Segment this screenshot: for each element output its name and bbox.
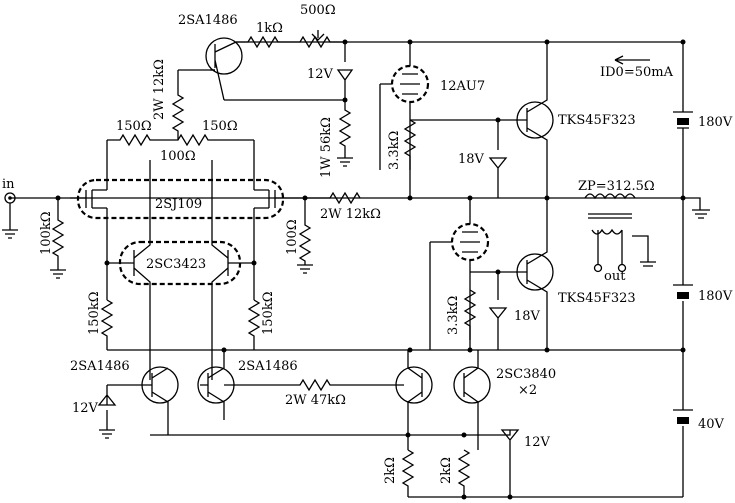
2sj109-package: [70, 140, 290, 300]
bottom-transistors: [97, 350, 520, 497]
label-q-top: 2SA1486: [178, 13, 238, 28]
label-r-150k-left: 150kΩ: [87, 292, 102, 335]
resistor-2w-12k-mid: [290, 191, 361, 274]
label-q-tks-upper: TKS45F323: [558, 113, 636, 128]
label-in: in: [2, 177, 15, 192]
label-vr-500: 500Ω: [300, 3, 336, 18]
tube-lower: [429, 198, 490, 350]
label-z-12v-bottom: 12V: [524, 435, 551, 450]
input-jack: [2, 192, 18, 239]
resistors-150k: [100, 299, 261, 350]
junction-dots: [104, 39, 686, 500]
label-id0: ID0=50mA: [600, 65, 674, 80]
mosfet-upper: [410, 42, 554, 198]
resistors-150-and-trimmer: [107, 69, 254, 147]
label-r-100: 100Ω: [285, 219, 300, 255]
label-r-100k: 100kΩ: [39, 212, 54, 255]
label-r-150k-right: 150kΩ: [261, 292, 276, 335]
label-q-2sa1486-right: 2SA1486: [238, 359, 298, 374]
label-r-2w-47k: 2W 47kΩ: [285, 393, 346, 408]
label-r-150-left: 150Ω: [116, 119, 152, 134]
mosfet-lower: [470, 198, 554, 350]
label-q-2sa1486-left: 2SA1486: [70, 359, 130, 374]
label-r-2w-12k-mid: 2W 12kΩ: [320, 207, 381, 222]
label-q-2sc3840: 2SC3840: [496, 367, 556, 382]
label-q-2sc3423: 2SC3423: [146, 257, 206, 272]
top-pnp-transistor: [205, 30, 354, 167]
label-r-150-right: 150Ω: [202, 119, 238, 134]
label-q-tks-lower: TKS45F323: [558, 291, 636, 306]
resistor-100k: [50, 195, 66, 279]
label-z-18v-upper: 18V: [458, 152, 485, 167]
label-r-1w-56k: 1W 56kΩ: [319, 117, 334, 178]
label-v-40: 40V: [698, 417, 725, 432]
label-zp: ZP=312.5Ω: [578, 179, 655, 194]
2sc3423-package: [107, 160, 254, 380]
tube-upper: [379, 42, 430, 198]
label-z-12v-left: 12V: [72, 401, 99, 416]
label-v-180-bottom: 180V: [698, 289, 733, 304]
label-r-1k: 1kΩ: [256, 21, 283, 36]
label-z-18v-lower: 18V: [514, 309, 541, 324]
battery-stack: [673, 42, 693, 497]
label-z-12v-top: 12V: [307, 67, 334, 82]
label-q-2sj109: 2SJ109: [155, 197, 202, 212]
label-tube-12au7: 12AU7: [440, 79, 485, 94]
label-r-3-3k-lower: 3.3kΩ: [446, 296, 461, 335]
ground-right: [683, 197, 710, 219]
label-v-180-top: 180V: [698, 115, 733, 130]
label-r-2k-left: 2kΩ: [383, 457, 398, 484]
current-arrow: [614, 55, 650, 65]
label-out: out: [604, 269, 626, 284]
label-vr-100: 100Ω: [160, 149, 196, 164]
output-transformer: [584, 193, 656, 273]
label-x2: ×2: [518, 383, 537, 398]
label-r-2k-right: 2kΩ: [439, 457, 454, 484]
label-r-2w-12k-left: 2W 12kΩ: [152, 59, 167, 120]
label-r-3-3k-upper: 3.3kΩ: [387, 131, 402, 170]
